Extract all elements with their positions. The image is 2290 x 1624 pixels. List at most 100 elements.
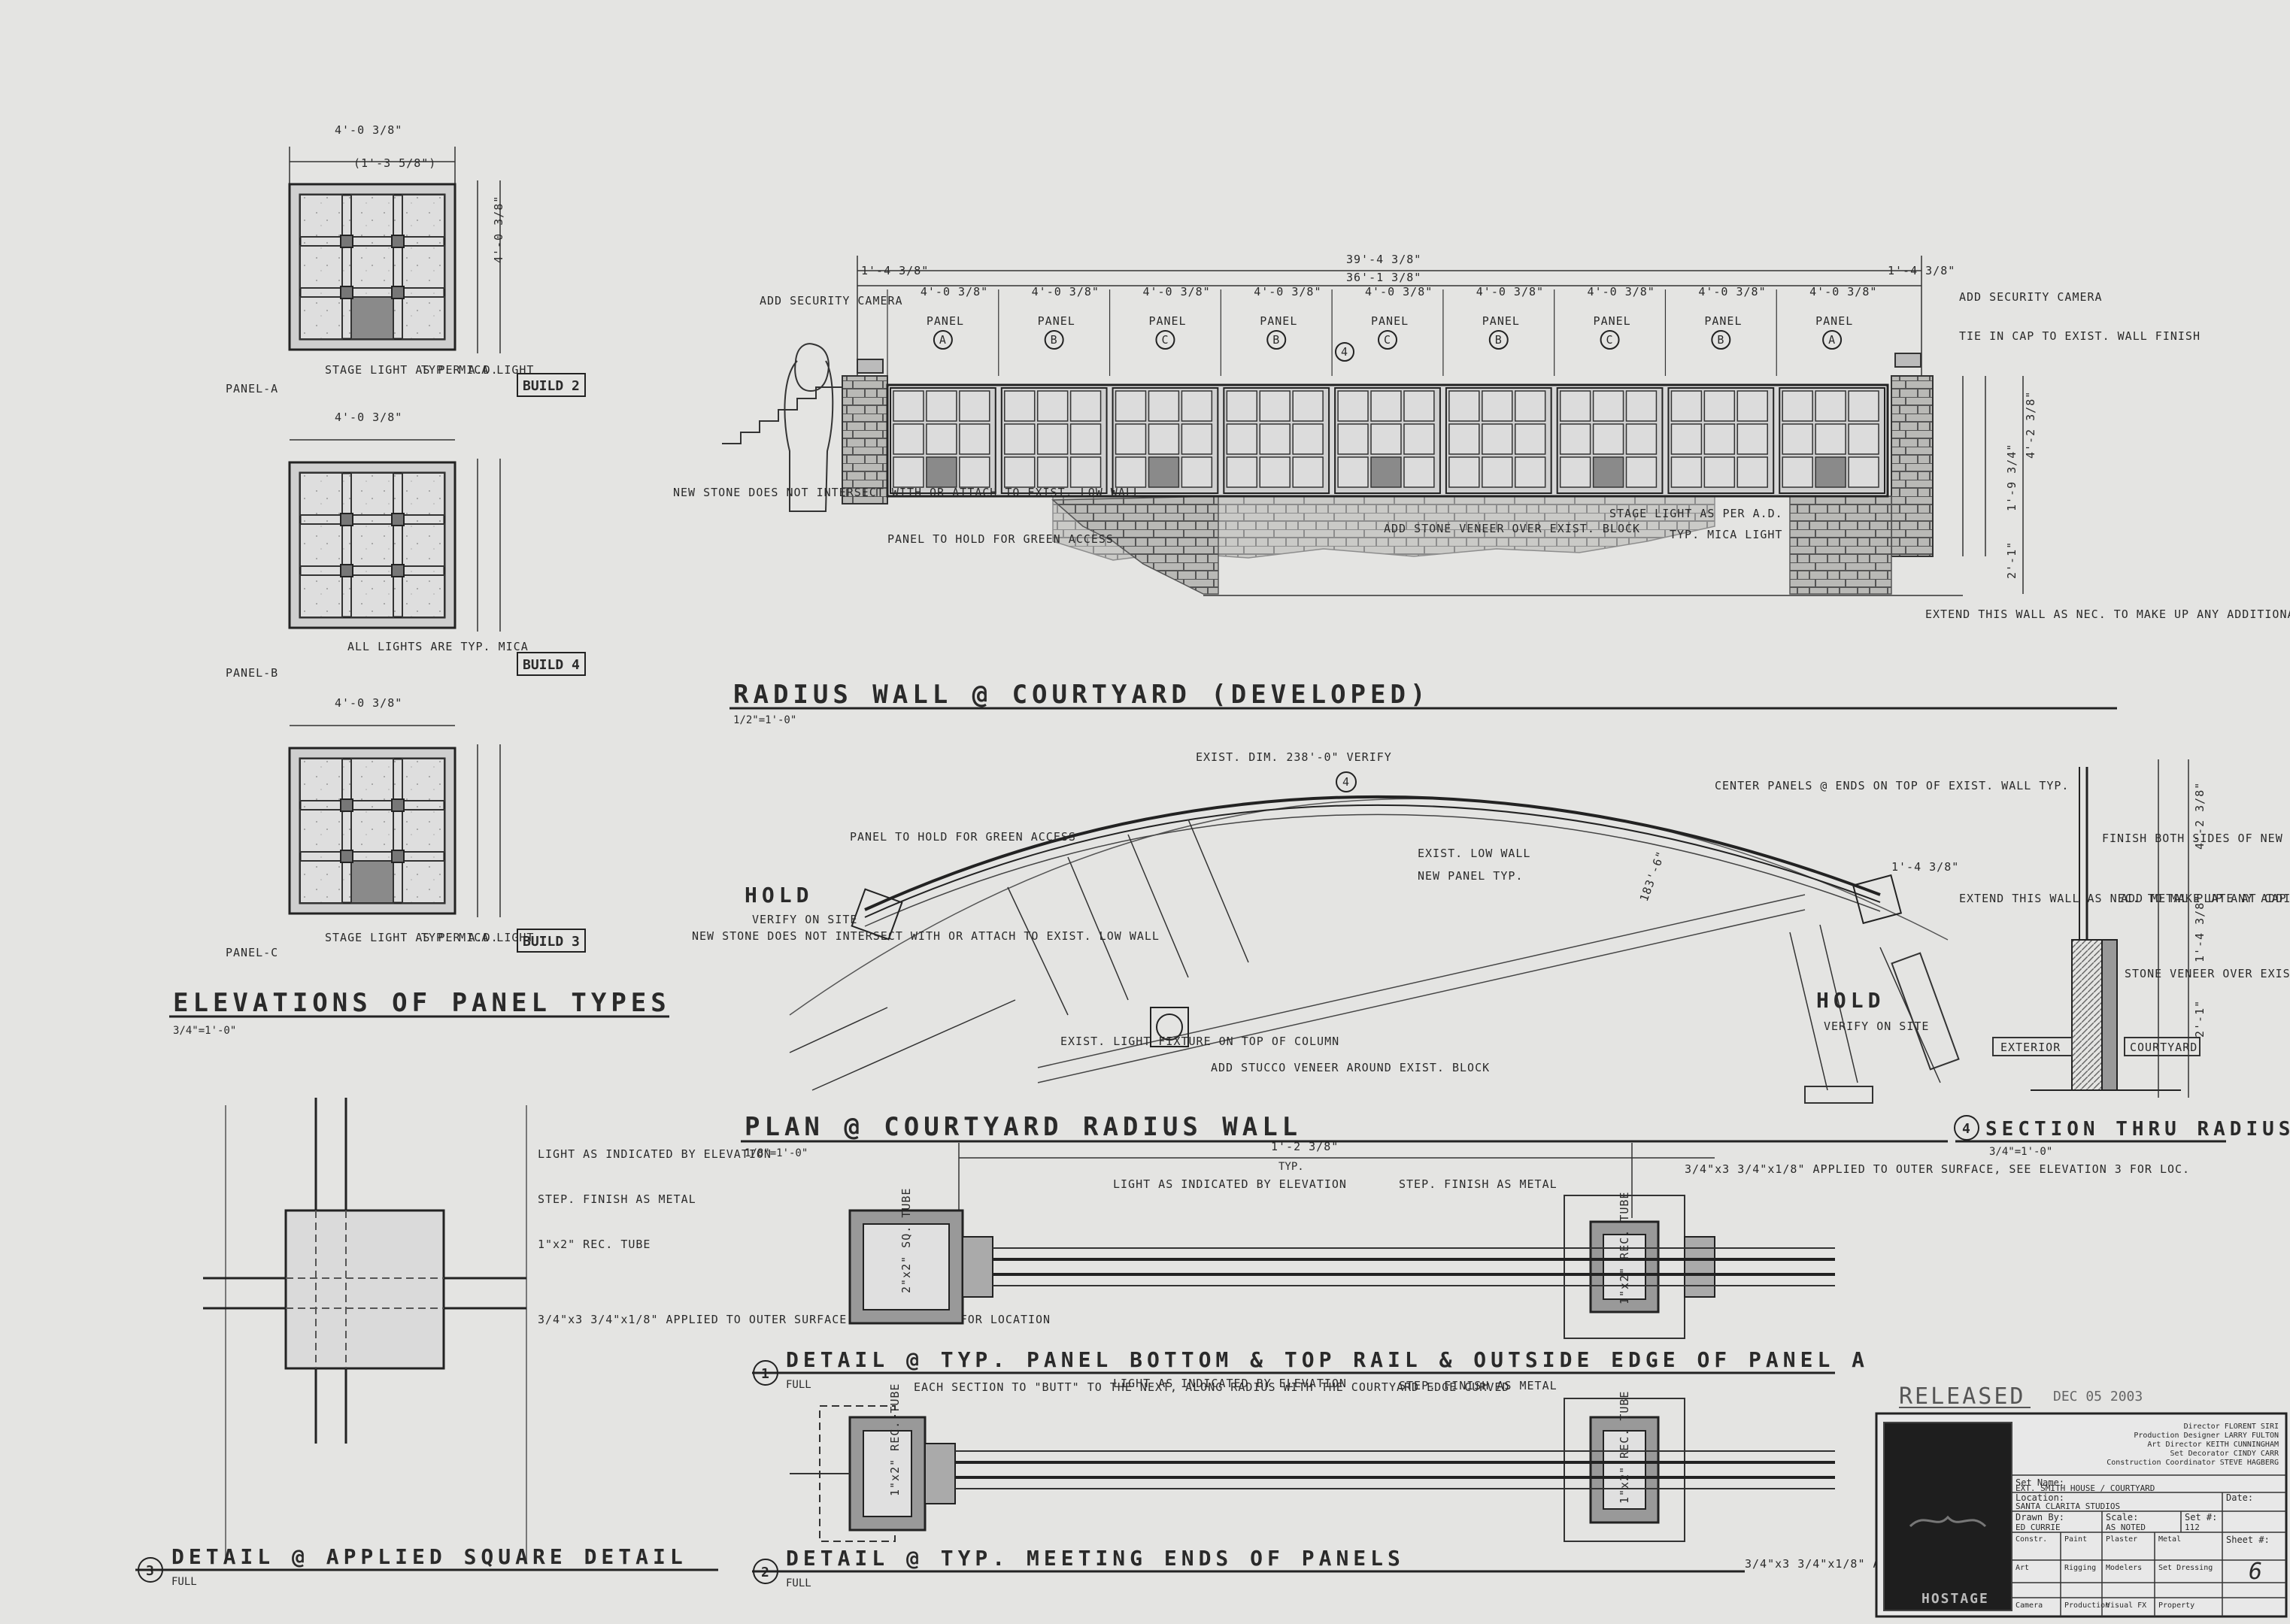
wall-panel-cell — [1370, 423, 1402, 455]
plan-note-new-stone: NEW STONE DOES NOT INTERSECT WITH OR ATT… — [692, 929, 1160, 943]
wall-panel-dim: 4'-0 3/8" — [1254, 285, 1321, 298]
wall-panel-cell — [1448, 390, 1480, 422]
panel-b-label: PANEL-B — [226, 666, 278, 680]
detail-applied-square — [203, 1098, 527, 1564]
wall-panel-cell — [1736, 456, 1768, 488]
radius-wall-end-dim-left: 1'-4 3/8" — [861, 264, 929, 277]
wall-panel-cell — [1448, 456, 1480, 488]
tb-scale: AS NOTED — [2106, 1522, 2146, 1532]
wall-panel-label: PANEL — [1371, 314, 1409, 328]
wall-panel-cell — [893, 390, 924, 422]
radius-wall-elevation — [722, 256, 2024, 596]
ends-tube-left: 1"x2" REC. TUBE — [888, 1383, 902, 1496]
radius-wall-inner-dim: 36'-1 3/8" — [1346, 271, 1421, 284]
plan-scale: 1/8"=1'-0" — [745, 1147, 808, 1159]
wall-panel-cell — [1069, 390, 1102, 422]
applied-note-applied: 3/4"x3 3/4"x1/8" APPLIED TO OUTER SURFAC… — [538, 1313, 1051, 1326]
wall-panel-tag: B — [1051, 333, 1058, 347]
wall-panel-dim: 4'-0 3/8" — [1032, 285, 1100, 298]
wall-panel-cell — [1337, 456, 1369, 488]
rail-tube-left: 2"x2" SQ. TUBE — [899, 1188, 913, 1293]
wall-panel-label: PANEL — [1260, 314, 1297, 328]
rail-note-light: LIGHT AS INDICATED BY ELEVATION — [1113, 1177, 1347, 1191]
dept-cell: Art — [2016, 1564, 2029, 1572]
wall-panel-cell — [1482, 456, 1513, 488]
wall-panel-cell — [1625, 390, 1658, 422]
dept-cell: Production — [2064, 1601, 2110, 1610]
plan-section-tag: 4 — [1342, 775, 1350, 789]
wall-panel-cell — [1782, 423, 1813, 455]
dept-cell: Metal — [2158, 1535, 2181, 1544]
section-dim-2: 1'-4 3/8" — [2193, 895, 2207, 962]
section-note-stone: STONE VENEER OVER EXIST. BLOCK — [2125, 967, 2290, 980]
detail-1-title: DETAIL @ TYP. PANEL BOTTOM & TOP RAIL & … — [786, 1347, 1869, 1372]
wall-panel-label: PANEL — [1482, 314, 1520, 328]
wall-panel-cell — [1337, 390, 1369, 422]
radius-wall-height-2: 1'-9 3/4" — [2005, 444, 2019, 511]
wall-panel-cell — [1292, 456, 1324, 488]
detail-3-title: DETAIL @ APPLIED SQUARE DETAIL — [171, 1544, 687, 1569]
wall-panel-cell — [1115, 456, 1147, 488]
section-note-finish: FINISH BOTH SIDES OF NEW SEEN WALL — [2102, 832, 2290, 845]
rail-note-finish: STEP. FINISH AS METAL — [1399, 1177, 1558, 1191]
plan-note-panel-hold: PANEL TO HOLD FOR GREEN ACCESS — [850, 830, 1076, 844]
wall-panel-cell — [1292, 390, 1324, 422]
tb-sheet-num: 6 — [2249, 1559, 2262, 1585]
wall-panel-tag-circle — [933, 330, 953, 350]
panel-b-elevation — [288, 439, 501, 632]
wall-panel-tag: A — [939, 333, 947, 347]
wall-panel-tag: B — [1272, 333, 1280, 347]
tb-set-name-label: Set Name: — [2016, 1477, 2064, 1488]
wall-panel-tag-circle — [1378, 330, 1397, 350]
note-add-stone: ADD STONE VENEER OVER EXIST. BLOCK — [1384, 522, 1640, 535]
tb-scale-label: Scale: — [2106, 1512, 2138, 1522]
panel-a-build-box — [517, 373, 586, 397]
wall-panel-tag-circle — [1600, 330, 1620, 350]
wall-panel-cell — [1148, 423, 1180, 455]
wall-panel-cell — [1670, 423, 1703, 455]
ends-note-light: LIGHT AS INDICATED BY ELEVATION — [1113, 1377, 1347, 1390]
panel-a-mid: (1'-3 5/8") — [353, 156, 436, 170]
wall-panel-cell — [1292, 423, 1324, 455]
detail-meeting-ends — [790, 1398, 1835, 1542]
radius-wall-section-tag — [1335, 342, 1354, 362]
dept-cell: Paint — [2064, 1535, 2087, 1544]
wall-panel-tag-circle — [1488, 330, 1509, 350]
rail-note-applied: 3/4"x3 3/4"x1/8" APPLIED TO OUTER SURFAC… — [1685, 1162, 2190, 1176]
note-extend-wall: EXTEND THIS WALL AS NEC. TO MAKE UP ANY … — [1925, 607, 2290, 621]
wall-panel-cell — [1670, 456, 1703, 488]
wall-panel-tag-circle — [1822, 330, 1843, 350]
panel-c-build-box — [517, 929, 586, 953]
credit-line: Art Director KEITH CUNNINGHAM — [2147, 1441, 2279, 1449]
wall-panel-label: PANEL — [1815, 314, 1853, 328]
wall-panel-cell — [1148, 390, 1180, 422]
dept-cell: Camera — [2016, 1601, 2043, 1610]
radius-wall-height-3: 2'-1" — [2005, 541, 2019, 579]
section-title: SECTION THRU RADIUS WALL — [1985, 1118, 2290, 1141]
wall-panel-cell — [1625, 456, 1658, 488]
panel-a-note2: TYP. MICA LIGHT — [421, 363, 534, 377]
wall-panel-tag: C — [1384, 333, 1391, 347]
wall-panel-cell — [1559, 423, 1591, 455]
panel-a-width: 4'-0 3/8" — [335, 123, 402, 137]
wall-panel-cell — [1004, 423, 1036, 455]
title-block — [1875, 1412, 2288, 1618]
dept-cell: Visual FX — [2106, 1601, 2146, 1610]
wall-panel-cell — [1514, 423, 1546, 455]
wall-panel-cell — [1592, 423, 1624, 455]
plan-note-extend-wall: EXTEND THIS WALL AS NEC. TO MAKE UP ANY … — [1959, 892, 2290, 905]
wall-panel-cell — [1259, 423, 1291, 455]
panel-types-title: ELEVATIONS OF PANEL TYPES — [173, 988, 671, 1018]
note-new-stone: NEW STONE DOES NOT INTERSECT WITH OR ATT… — [673, 486, 1141, 499]
wall-panel-label: PANEL — [927, 314, 964, 328]
tb-location-label: Location: — [2016, 1492, 2064, 1503]
wall-panel-cell — [1782, 390, 1813, 422]
wall-panel-cell — [1115, 423, 1147, 455]
tb-drawn-by: ED CURRIE — [2016, 1522, 2061, 1532]
radius-wall-overall-dim: 39'-4 3/8" — [1346, 253, 1421, 266]
wall-panel-cell — [959, 390, 990, 422]
wall-panel-cell — [1848, 423, 1879, 455]
